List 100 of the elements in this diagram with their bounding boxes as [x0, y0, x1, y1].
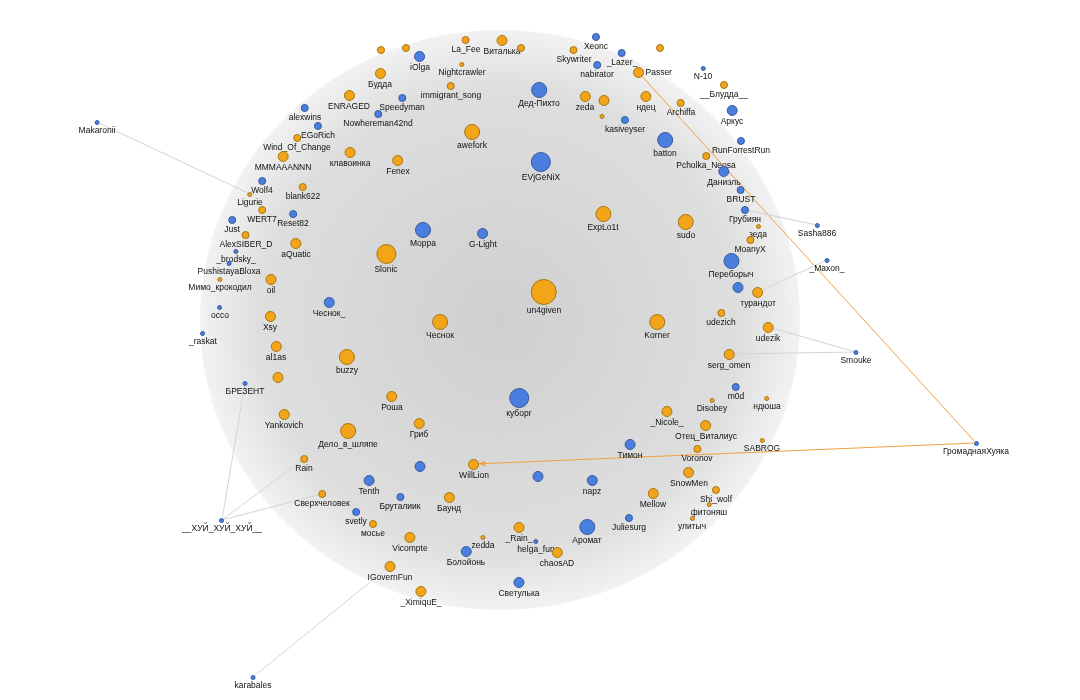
user-name-label: karabales	[234, 680, 272, 689]
user-name-label: Mellow	[639, 499, 667, 508]
user-name-label: Archiffa	[666, 108, 696, 117]
user-name-label: мосье	[361, 529, 385, 538]
user-name-label: зеда	[749, 229, 767, 238]
user-name-label: Баунд	[436, 503, 462, 512]
user-name-label: Voronov	[681, 454, 713, 463]
user-name-label: __ХУЙ_ХУЙ_ХУЙ__	[182, 523, 262, 532]
user-name-label: udezich	[706, 318, 736, 327]
user-name-label: ндюша	[753, 401, 781, 410]
user-name-label: Juliesurg	[612, 523, 646, 532]
edge-line	[254, 568, 387, 676]
user-name-label: EGoRich	[301, 131, 335, 140]
user-name-label: клавоинка	[329, 158, 371, 167]
user-name-label: Reset82	[277, 219, 309, 228]
user-name-label: kasiveyser	[604, 125, 646, 134]
user-name-label: _Nicole_	[650, 417, 684, 426]
user-name-label: MMMAAANNN	[254, 162, 312, 171]
user-name-label: Korner	[644, 331, 670, 340]
user-name-label: nabirator	[580, 70, 614, 79]
user-name-label: iOlga	[410, 62, 430, 71]
user-name-label: Чеснок	[426, 331, 454, 340]
user-name-label: un4given	[526, 306, 562, 315]
user-name-label: La_Fee	[451, 45, 481, 54]
user-name-label: Аромат	[572, 536, 602, 545]
user-name-label: __Блудда__	[700, 90, 748, 99]
user-name-label: Just	[224, 225, 240, 234]
user-name-label: Роша	[381, 402, 403, 411]
user-name-label: EVjGeNiX	[521, 173, 561, 182]
user-name-label: Болойонь	[446, 557, 486, 566]
user-name-label: Speedyman	[379, 103, 425, 112]
user-name-label: blank622	[285, 192, 321, 201]
user-name-label: куборг	[506, 409, 532, 418]
user-name-label: ндец	[636, 102, 656, 111]
user-name-label: Nowhereman42nd	[343, 119, 413, 128]
user-name-label: batton	[653, 149, 677, 158]
edge-line	[734, 351, 854, 355]
user-name-label: _Maxon_	[809, 263, 845, 272]
user-name-label: Бруталиик	[379, 502, 421, 511]
user-name-label: Shi_wolf	[699, 495, 733, 504]
edge-line	[223, 460, 302, 519]
user-name-label: Pcholka_Neosa	[676, 161, 736, 170]
edge-line	[772, 328, 855, 352]
user-name-label: Тимон	[617, 450, 643, 459]
user-name-label: Xeonc	[583, 42, 609, 51]
user-name-label: SnowMen	[670, 478, 708, 487]
user-name-label: N-10	[693, 71, 713, 80]
user-name-label: Disobey	[696, 403, 728, 412]
user-name-label: Slonic	[374, 265, 398, 274]
user-name-label: IGovernFun	[367, 572, 413, 581]
user-name-label: WillLion	[459, 470, 489, 479]
user-name-label: SABROG	[743, 443, 781, 452]
edge-line	[762, 260, 826, 291]
user-name-label: Wolf4	[251, 186, 273, 195]
user-name-label: Будда	[368, 79, 392, 88]
edge-line	[478, 442, 974, 467]
user-name-label: Виталька	[483, 46, 521, 55]
user-name-label: Даниэль	[707, 177, 741, 186]
user-name-label: Светулька	[498, 588, 540, 597]
user-name-label: oil	[266, 285, 276, 294]
user-name-label: awefork	[457, 141, 487, 150]
user-name-label: _raskat	[189, 336, 217, 345]
user-name-label: buzzy	[335, 366, 359, 375]
user-name-label: Дело_в_шляпе	[318, 440, 378, 449]
user-name-label: udezik	[755, 333, 781, 342]
user-name-label: AlexSIBER_D	[219, 240, 273, 249]
user-name-label: Ligurie	[237, 197, 263, 206]
user-name-label: m0d	[727, 392, 745, 401]
user-name-label: RunForrestRun	[711, 146, 771, 155]
user-name-label: BRUST	[726, 195, 756, 204]
user-name-label: Мимо_крокодил	[188, 282, 252, 291]
user-name-label: Passer	[645, 68, 672, 77]
user-name-label: svetly	[345, 517, 367, 526]
user-name-label: zeda	[575, 102, 595, 111]
user-name-label: Skywriter	[556, 55, 592, 64]
user-name-label: Sasha886	[797, 228, 837, 237]
user-name-label: Vicompte	[392, 543, 428, 552]
user-name-label: _Rain_	[505, 533, 533, 542]
user-name-label: alexwins	[288, 113, 322, 122]
user-name-label: фитоняш	[690, 507, 728, 516]
user-name-label: occo	[211, 310, 229, 319]
user-name-label: улитыч	[677, 521, 707, 530]
user-name-label: chaosAD	[539, 558, 575, 567]
user-name-label: Rain	[295, 464, 313, 473]
user-name-label: immigrant_song	[420, 91, 482, 100]
user-name-label: Дед-Пихто	[518, 99, 560, 108]
edge-line	[223, 494, 319, 520]
user-name-label: Nightcrawler	[438, 67, 486, 76]
user-name-label: Отец_Виталиус	[675, 431, 737, 440]
user-name-label: Аркус	[720, 116, 744, 125]
user-name-label: zedda	[471, 540, 495, 549]
edge-line	[221, 384, 246, 519]
user-name-label: турандот	[740, 298, 776, 307]
user-name-label: aQuatic	[281, 249, 311, 258]
user-name-label: ExpLo1t	[587, 223, 619, 232]
user-name-label: БРЕЗЕНТ	[225, 386, 265, 395]
edge-line	[641, 75, 975, 442]
user-name-label: Чеснок_	[312, 308, 346, 317]
user-name-label: MoanyX	[734, 245, 766, 254]
user-name-label: _brodsky_	[216, 254, 256, 263]
